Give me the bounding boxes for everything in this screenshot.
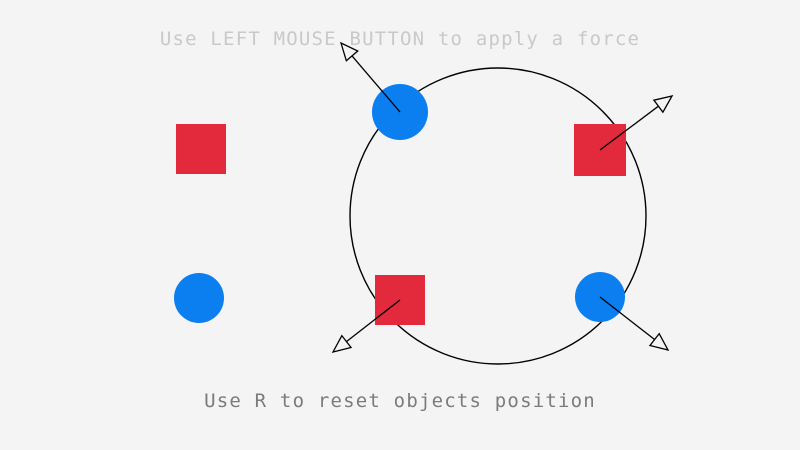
force-vector-up-left-head — [339, 41, 359, 62]
force-vector-up-right-shaft — [599, 105, 659, 151]
force-vector-up-right — [599, 95, 674, 151]
force-vector-down-left-shaft — [346, 299, 401, 343]
force-vector-down-left — [331, 299, 401, 353]
force-vector-up-left — [339, 41, 401, 113]
constraint-circle — [349, 67, 647, 365]
force-vector-down-right-head — [648, 332, 670, 351]
rigid-body-layer[interactable] — [174, 84, 626, 325]
force-vector-up-left-shaft — [351, 55, 401, 113]
force-vector-up-right-head — [652, 95, 674, 114]
force-vector-down-right-shaft — [599, 296, 655, 341]
force-vector-down-left-head — [331, 334, 353, 353]
hint-apply-force: Use LEFT MOUSE BUTTON to apply a force — [159, 28, 641, 50]
constraint-circle-layer — [349, 67, 647, 365]
force-vector-down-right — [599, 296, 670, 351]
body-square-left[interactable] — [176, 124, 226, 174]
hint-reset-objects: Use R to reset objects position — [204, 390, 596, 412]
body-circle-left[interactable] — [174, 273, 224, 323]
force-vector-layer — [331, 41, 674, 353]
